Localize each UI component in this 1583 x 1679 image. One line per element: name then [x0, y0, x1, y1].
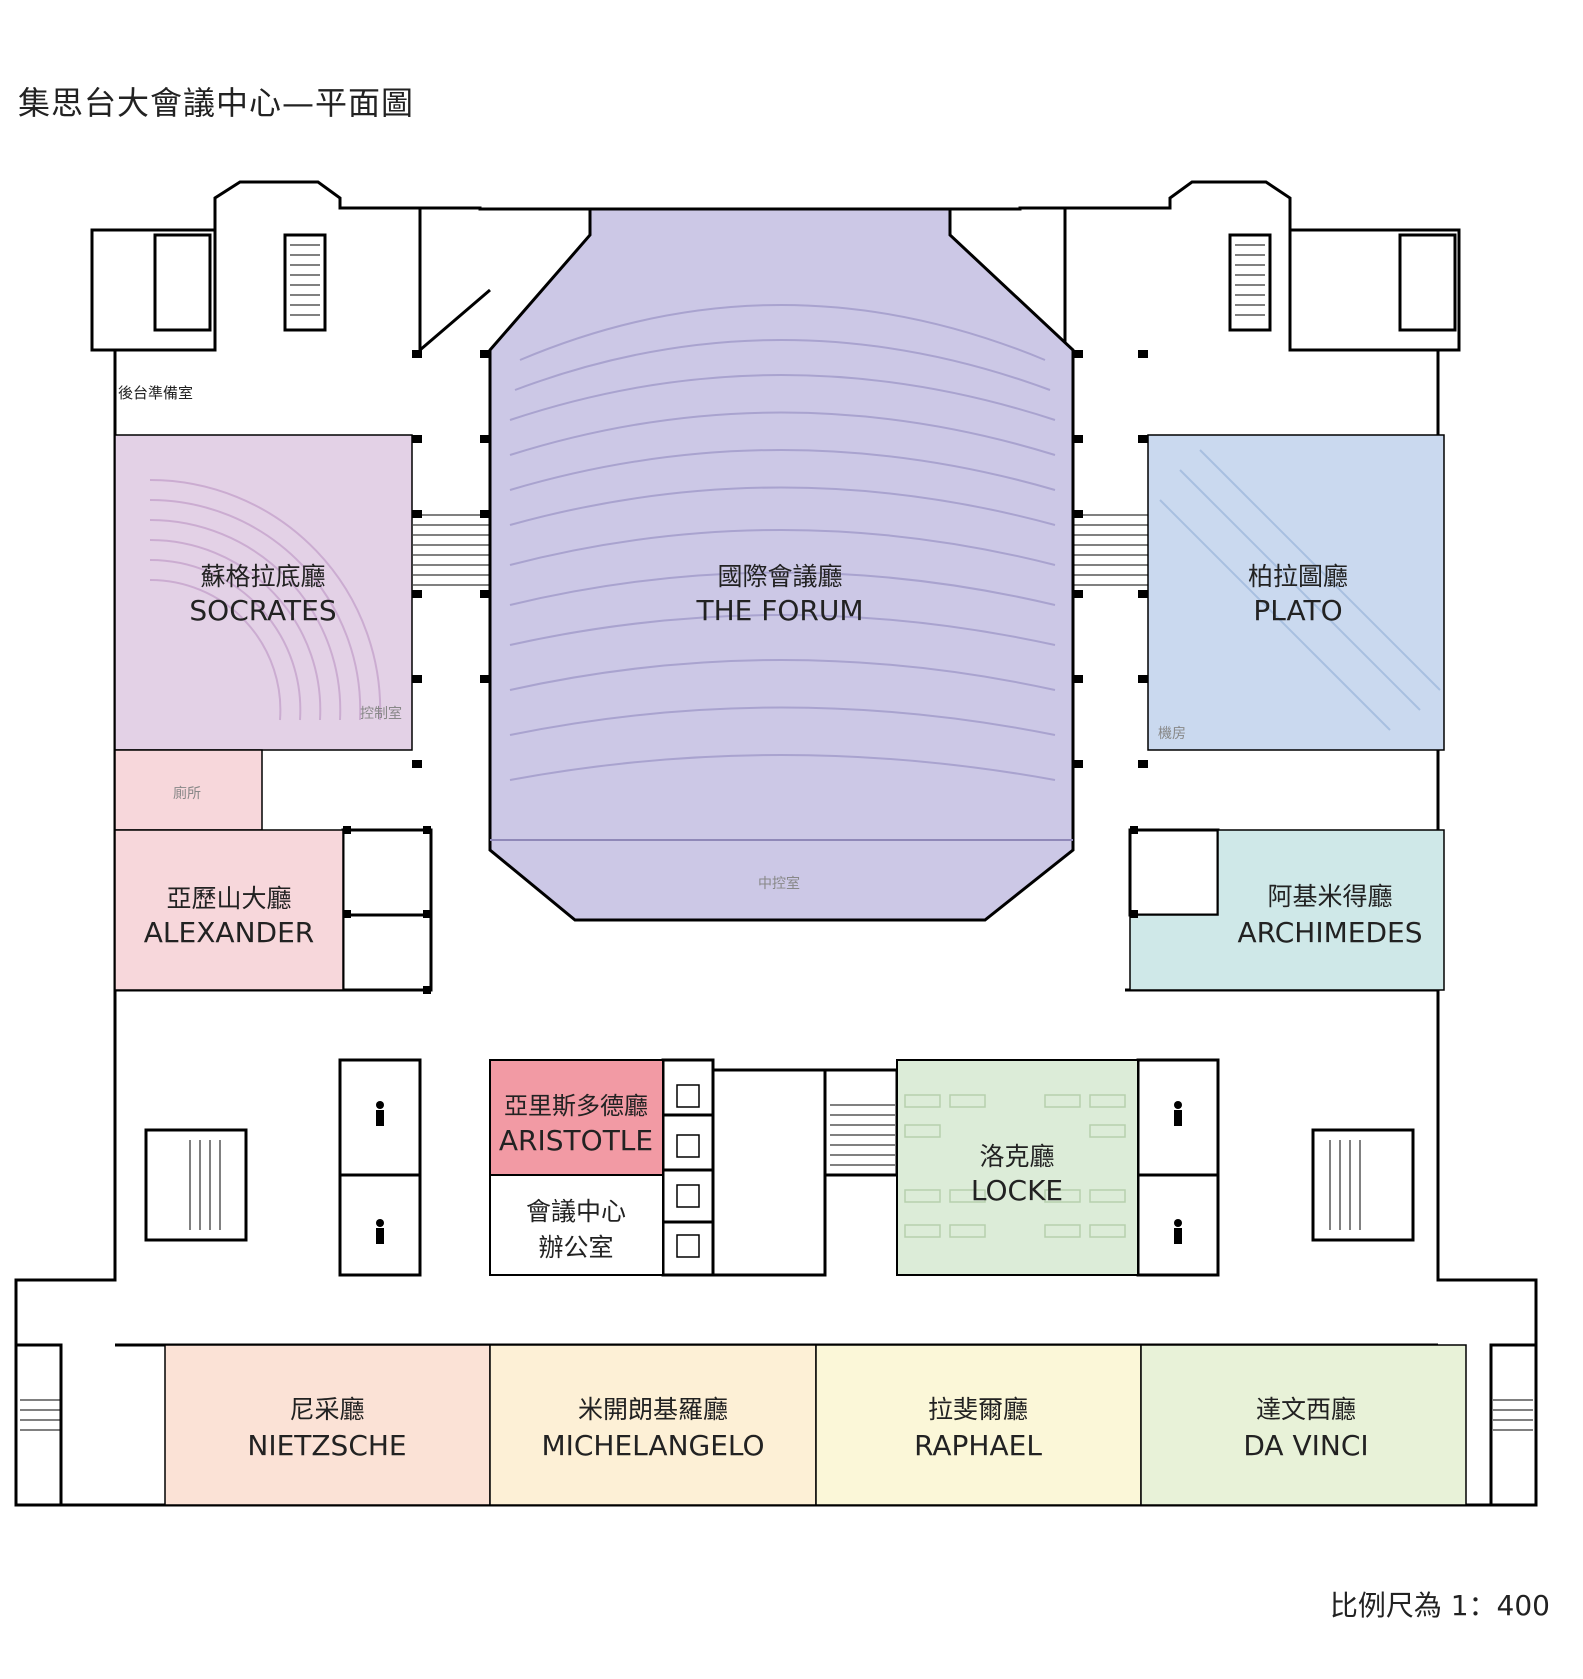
- office-name-line2: 辦公室: [538, 1233, 613, 1262]
- room-socrates[interactable]: 蘇格拉底廳 SOCRATES 控制室: [114, 434, 413, 751]
- room-name-en: ARISTOTLE: [499, 1124, 653, 1157]
- room-name-zh: 亞里斯多德廳: [504, 1092, 648, 1120]
- room-name-zh: 蘇格拉底廳: [200, 562, 325, 591]
- room-name-zh: 亞歷山大廳: [166, 884, 291, 913]
- room-locke[interactable]: 洛克廳 LOCKE: [896, 1059, 1139, 1276]
- room-office[interactable]: 會議中心 辦公室: [489, 1174, 664, 1276]
- room-name-zh: 柏拉圖廳: [1248, 562, 1348, 591]
- room-name-en: RAPHAEL: [914, 1429, 1042, 1462]
- room-alexander[interactable]: 亞歷山大廳 ALEXANDER: [114, 829, 344, 991]
- room-plato[interactable]: 柏拉圖廳 PLATO 機房: [1147, 434, 1445, 751]
- room-raphael[interactable]: 拉斐爾廳 RAPHAEL: [815, 1344, 1142, 1506]
- machine-room-label: 機房: [1158, 726, 1186, 742]
- office-name-line1: 會議中心: [526, 1197, 626, 1226]
- central-control-label: 中控室: [758, 875, 800, 892]
- backstage-label: 後台準備室: [118, 384, 193, 402]
- room-name-zh: 尼采廳: [289, 1395, 364, 1424]
- room-name-en: LOCKE: [971, 1174, 1063, 1207]
- restroom-area: 廁所: [114, 749, 263, 831]
- room-name-en: SOCRATES: [189, 594, 336, 627]
- room-name-en: THE FORUM: [695, 594, 863, 627]
- room-name-en: ALEXANDER: [144, 916, 314, 949]
- room-archimedes[interactable]: 阿基米得廳 ARCHIMEDES: [1129, 829, 1445, 991]
- stair-icon: [20, 244, 1533, 1431]
- room-forum[interactable]: 國際會議廳 THE FORUM 中控室: [488, 207, 1075, 922]
- restroom-label: 廁所: [173, 785, 201, 802]
- elevator-icon: [676, 1084, 700, 1258]
- room-name-zh: 阿基米得廳: [1267, 882, 1392, 911]
- room-name-en: MICHELANGELO: [541, 1429, 764, 1462]
- room-name-en: ARCHIMEDES: [1238, 916, 1423, 949]
- room-name-zh: 達文西廳: [1256, 1395, 1356, 1424]
- door-icon: [343, 350, 1148, 994]
- person-restroom-icon: [376, 1101, 1182, 1244]
- room-name-en: NIETZSCHE: [247, 1429, 406, 1462]
- page-title: 集思台大會議中心—平面圖: [18, 84, 415, 122]
- room-name-zh: 洛克廳: [979, 1142, 1054, 1171]
- room-michelangelo[interactable]: 米開朗基羅廳 MICHELANGELO: [489, 1344, 817, 1506]
- room-davinci[interactable]: 達文西廳 DA VINCI: [1140, 1344, 1467, 1506]
- room-nietzsche[interactable]: 尼采廳 NIETZSCHE: [164, 1344, 491, 1506]
- room-aristotle[interactable]: 亞里斯多德廳 ARISTOTLE: [489, 1059, 664, 1176]
- room-name-en: PLATO: [1253, 594, 1342, 627]
- control-room-label: 控制室: [360, 705, 402, 722]
- room-name-zh: 米開朗基羅廳: [578, 1395, 728, 1424]
- room-name-zh: 國際會議廳: [717, 562, 842, 591]
- room-name-en: DA VINCI: [1243, 1429, 1368, 1462]
- room-name-zh: 拉斐爾廳: [928, 1395, 1028, 1424]
- scale-note: 比例尺為 1：400: [1329, 1589, 1550, 1622]
